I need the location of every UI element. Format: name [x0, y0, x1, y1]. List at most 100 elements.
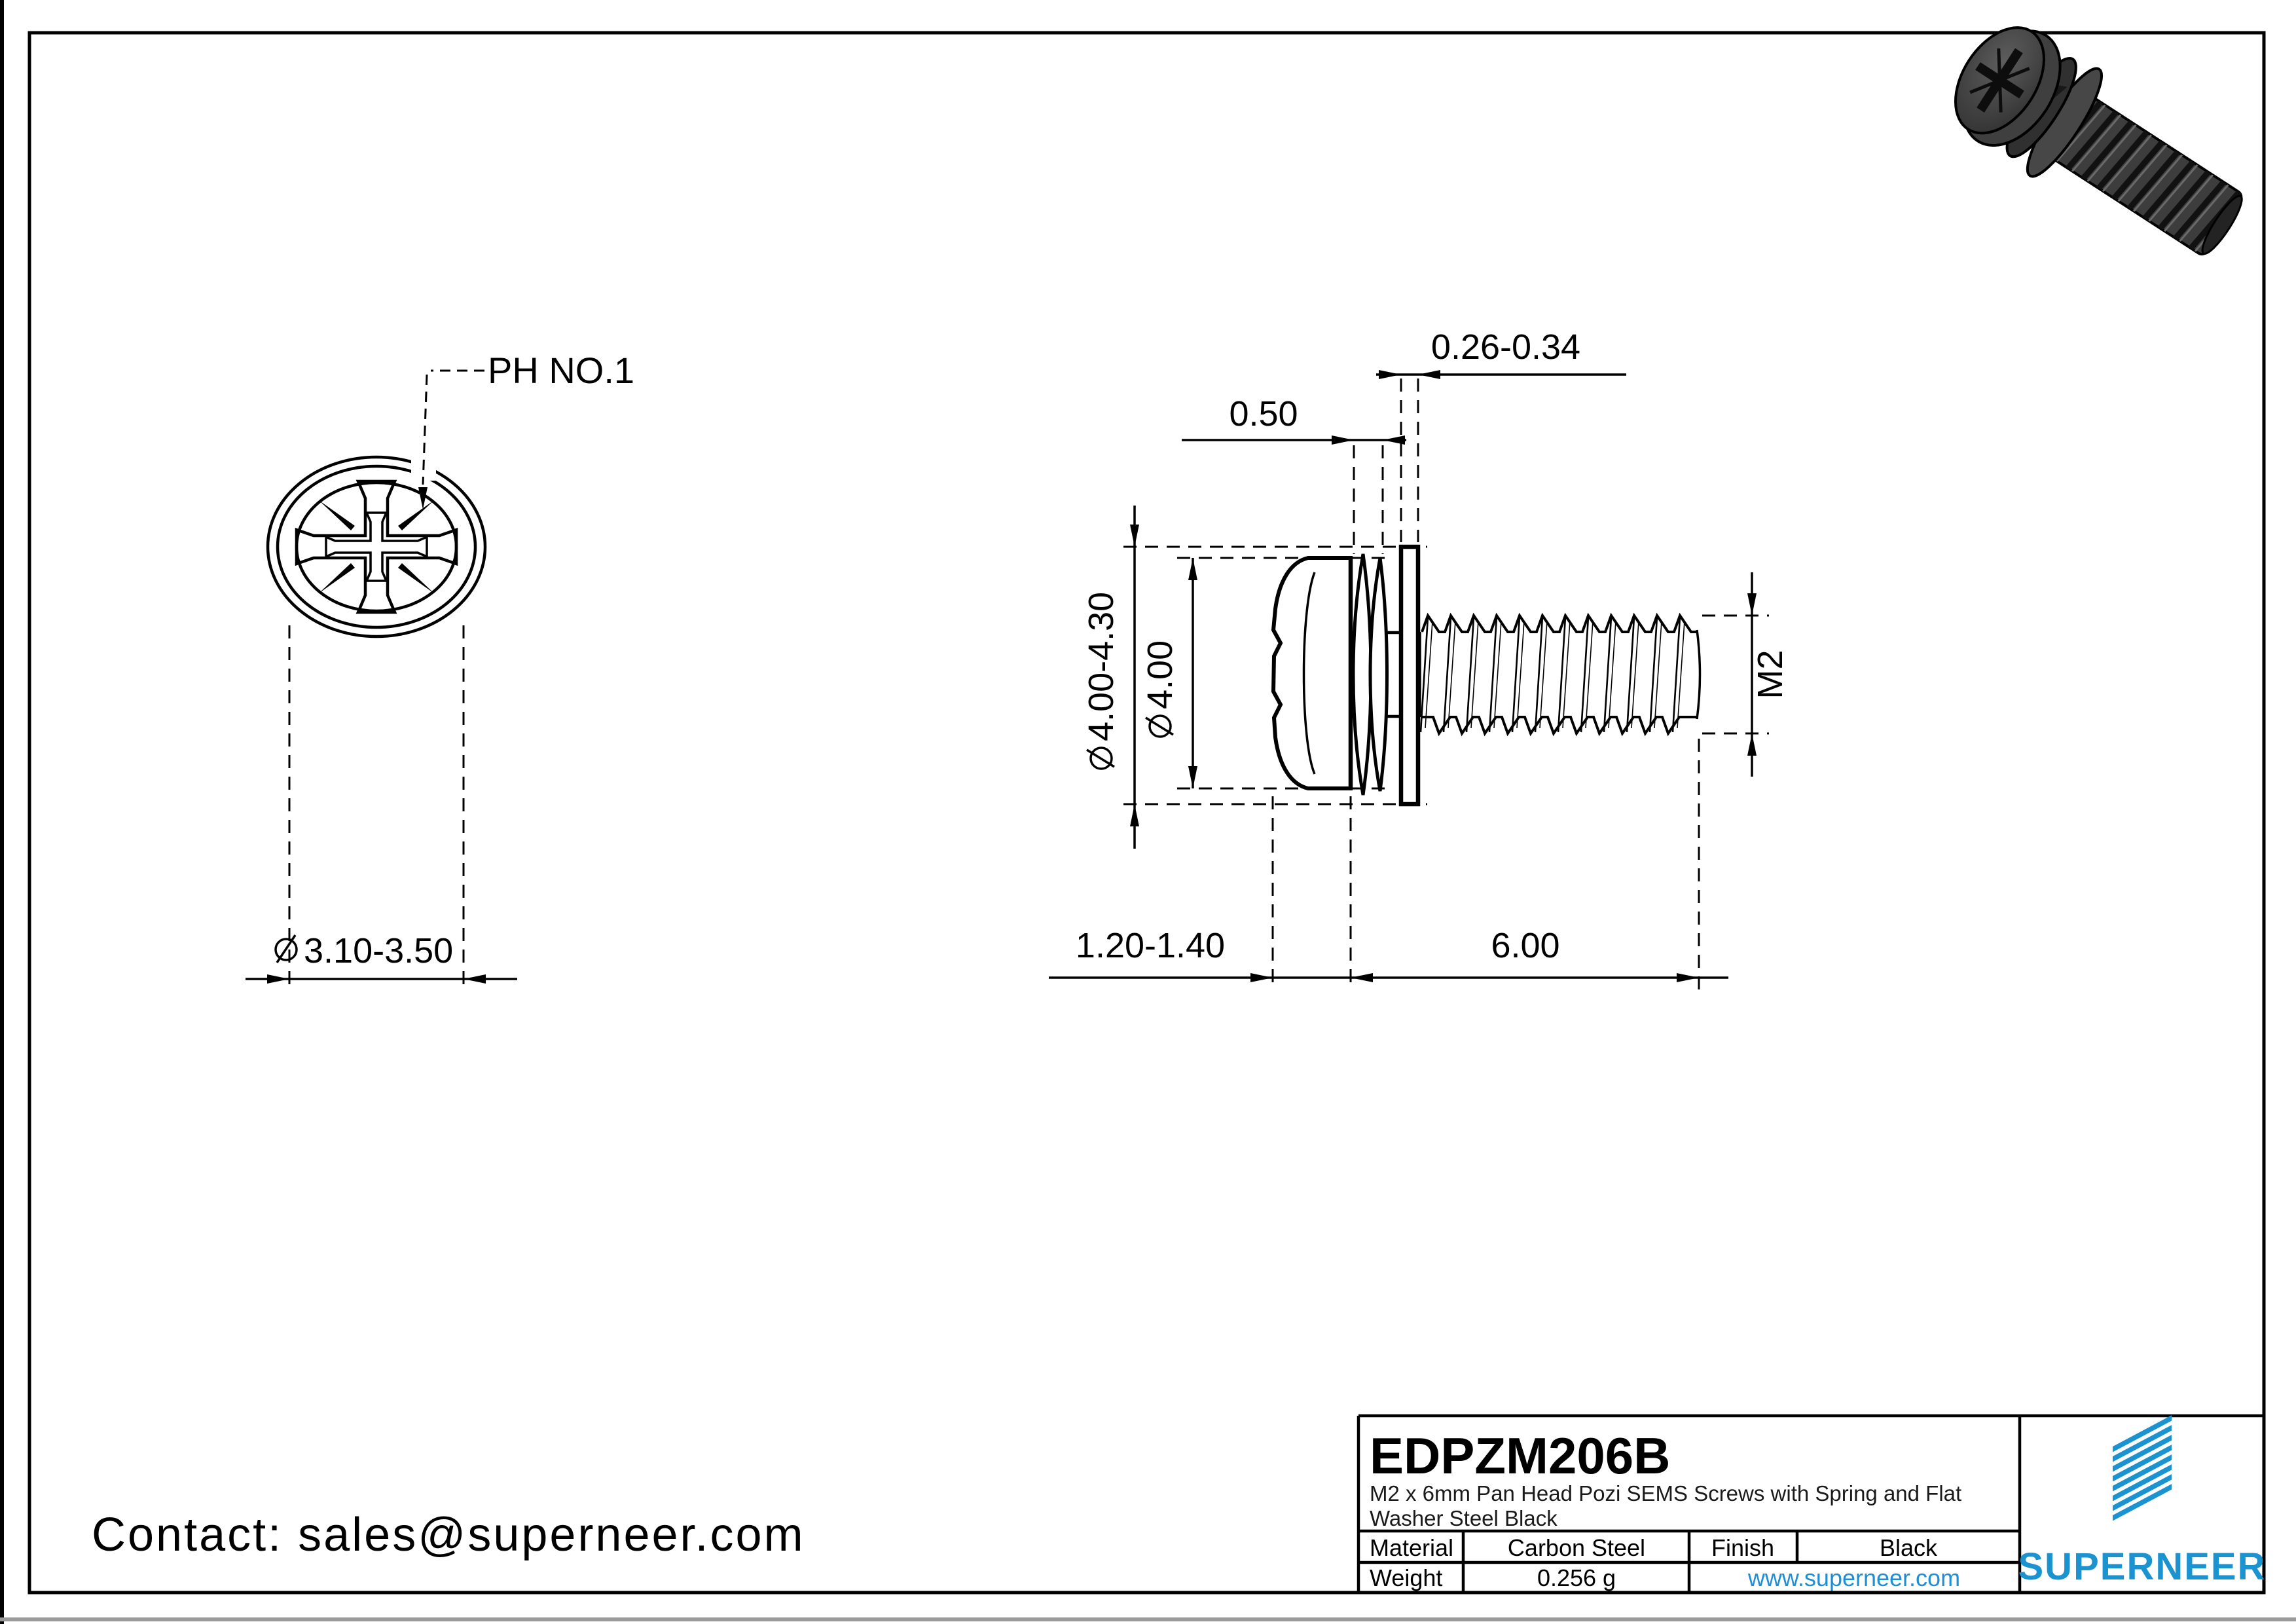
finish-label: Finish [1711, 1534, 1774, 1561]
dia-symbol [274, 938, 298, 961]
weight-value: 0.256 g [1537, 1564, 1616, 1591]
washer-od-text: 4.00-4.30 [1082, 592, 1121, 741]
washer-od-label: 4.00-4.30 [1082, 592, 1121, 770]
thread-flank [1626, 616, 1635, 733]
spring-washer-leaf-1 [1351, 553, 1373, 796]
arrow-thread-bottom [1747, 733, 1757, 756]
arrow-thread-length-right [1677, 973, 1699, 982]
thread-bottom-crests [1421, 716, 1697, 737]
dia-symbol-slash [1145, 716, 1174, 736]
front-view-head [266, 449, 487, 638]
weight-label: Weight [1370, 1564, 1442, 1591]
thread-flank-inner [1470, 620, 1479, 729]
thread-flank [1649, 616, 1658, 733]
side-view-dimensions: 4.00-4.30 4.00 0.50 0.26-0.34 M2 [1049, 327, 1790, 990]
spring-washer-leaf-2 [1368, 557, 1389, 792]
recess-dia-dimension: 3.10-3.50 [246, 625, 517, 990]
thread-flank [1488, 616, 1498, 733]
thread-flank-inner [1516, 620, 1525, 729]
head-od-text: 4.00 [1140, 640, 1180, 709]
drive-callout: PH NO.1 [418, 350, 634, 509]
thread-length-text: 6.00 [1491, 926, 1559, 965]
drawing-frame [27, 31, 2266, 1595]
shaft-end [2201, 194, 2243, 255]
thread-flank [1557, 616, 1567, 733]
arrow-washer-od-bottom [1130, 804, 1139, 826]
arrow-spring-right [1383, 435, 1405, 445]
description-line-1: M2 x 6mm Pan Head Pozi SEMS Screws with … [1370, 1481, 1961, 1505]
head-middle-ring [276, 464, 477, 629]
thread-flank-inner [1448, 620, 1456, 729]
contact-text: Contact: sales@superneer.com [92, 1509, 805, 1561]
thread-spec-text: M2 [1751, 650, 1790, 699]
website-link[interactable]: www.superneer.com [1747, 1564, 1960, 1591]
finish-value: Black [1880, 1534, 1938, 1561]
arrow-head-height-right [1351, 973, 1373, 982]
recess-profile-arc [1302, 572, 1316, 775]
head-od-label: 4.00 [1140, 640, 1180, 738]
pozi-recess-3d [1969, 48, 2030, 113]
thread-flank-inner [1539, 620, 1548, 729]
thread-stripes [2049, 98, 2244, 254]
leader-arrow [418, 487, 428, 509]
head-outer-ring [266, 455, 487, 638]
dim-arrow-right [464, 974, 486, 984]
side-view [1271, 544, 1702, 807]
dim-arrow-left [267, 974, 289, 984]
recess-dia-text: 3.10-3.50 [304, 931, 453, 970]
material-label: Material [1370, 1534, 1453, 1561]
arrow-flat-right [1418, 370, 1440, 379]
thread-flank-inner [1608, 620, 1616, 729]
part-number: EDPZM206B [1370, 1427, 1670, 1485]
thread-end-chamfer [1696, 629, 1702, 720]
arrow-thread-top [1747, 593, 1757, 616]
thread-top-crests [1421, 612, 1697, 633]
thread-flank-inner [1631, 620, 1639, 729]
thread-flank [1511, 616, 1521, 733]
thread-flank [1442, 616, 1452, 733]
page-left-edge [0, 0, 4, 1624]
dia-symbol-slash [276, 934, 297, 963]
dia-symbol [1089, 747, 1113, 770]
pozi-wing-ne [398, 500, 434, 530]
arrow-head-od-bottom [1188, 766, 1197, 788]
thread-flank-inner [1562, 620, 1571, 729]
pozi-wing-nw [319, 500, 355, 530]
leader-vertical [422, 374, 428, 485]
pan-head-profile [1271, 556, 1353, 790]
thread-flank [1671, 616, 1681, 733]
arrow-flat-left [1379, 370, 1401, 379]
pozi-wing-sw [319, 563, 355, 593]
thread-flank [1580, 616, 1590, 733]
flat-thickness-text: 0.26-0.34 [1431, 327, 1580, 367]
thread-flank-inner [1585, 620, 1594, 729]
page-bottom-edge [0, 1617, 2296, 1621]
dia-symbol [1148, 714, 1172, 738]
brand-name: SUPERNEER [2018, 1545, 2267, 1588]
pozi-cross-outline [295, 479, 458, 614]
arrow-head-od-top [1188, 558, 1197, 580]
dia-symbol-slash [1086, 748, 1115, 768]
arrow-spring-left [1332, 435, 1354, 445]
arrow-washer-od-top [1130, 525, 1139, 547]
pozi-wing-se [398, 563, 434, 593]
thread-flank [1603, 616, 1613, 733]
thread-profile [1419, 612, 1697, 737]
flat-washer-profile [1398, 544, 1421, 807]
thread-flank [1419, 616, 1429, 733]
material-value: Carbon Steel [1508, 1534, 1645, 1561]
thread-flank-inner [1425, 620, 1433, 729]
arrow-head-height-left [1250, 973, 1273, 982]
description-line-2: Washer Steel Black [1370, 1506, 1558, 1530]
thread-spec-label: M2 [1751, 650, 1790, 699]
pozi-cross-inner [325, 511, 428, 582]
head-height-text: 1.20-1.40 [1076, 926, 1225, 965]
drive-label: PH NO.1 [488, 350, 634, 391]
thread-flank-inner [1654, 620, 1662, 729]
thread-flank-inner [1677, 620, 1685, 729]
screw-3d-render [1954, 26, 2244, 256]
thread-flank [1534, 616, 1544, 733]
spring-thickness-text: 0.50 [1229, 394, 1298, 434]
thread-flank [1465, 616, 1475, 733]
